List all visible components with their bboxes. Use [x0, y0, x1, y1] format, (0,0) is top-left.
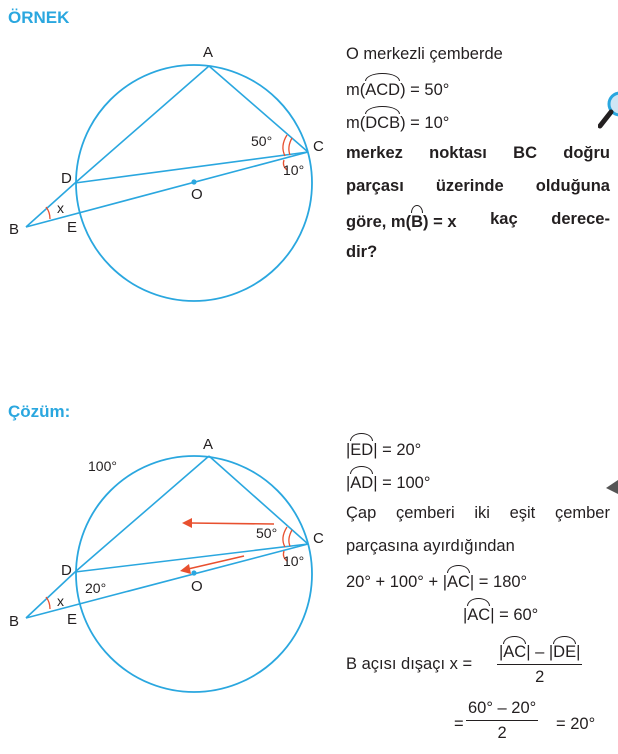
solution-figure — [25, 455, 313, 693]
step-ac: |AC| = 60° — [463, 598, 538, 625]
solution-arrow-ac — [189, 522, 275, 525]
solution-angle-x-label: x — [57, 593, 64, 609]
arc-ed: ED — [350, 433, 373, 460]
solution-angle-dcb-label: 10° — [283, 553, 305, 569]
example-line-1: O merkezli çemberde — [346, 45, 503, 63]
magnifier-icon — [598, 91, 618, 129]
solution-arrow-dc — [187, 555, 245, 570]
example-angle-x-mark — [45, 206, 51, 220]
example-question-line-4: dir? — [346, 243, 378, 261]
example-line-acd: m(ACD) = 50° — [346, 73, 449, 100]
example-line-dcb: m(DCB) = 10° — [346, 106, 449, 133]
fraction-values: 60° – 20° 2 — [466, 699, 539, 742]
solution-point-a: A — [203, 436, 214, 453]
solution-angle-acd-mark-2 — [288, 529, 293, 547]
solution-circle — [75, 455, 313, 693]
example-segment-bc — [25, 151, 309, 228]
example-angle-acd-mark-2 — [288, 137, 293, 156]
solution-arrow-dc-head — [180, 564, 191, 574]
solution-point-d: D — [61, 562, 72, 579]
solution-arc-ed-label: 20° — [85, 580, 107, 596]
arc-ac-sum: AC — [447, 565, 470, 592]
solution-angle-dcb-mark — [282, 550, 288, 562]
example-segment-bd — [25, 182, 76, 228]
example-heading: ÖRNEK — [8, 8, 70, 27]
example-point-c: C — [313, 138, 324, 155]
solution-point-b: B — [9, 613, 20, 630]
step-sum: 20° + 100° + |AC| = 180° — [346, 565, 527, 592]
step-line-4: parçasına ayırdığından — [346, 537, 515, 555]
fraction-arcs: |AC| – |DE| 2 — [497, 636, 583, 687]
solution-point-o: O — [191, 578, 203, 595]
step-eq-sign: = — [454, 715, 464, 733]
pencil-icon — [606, 480, 618, 494]
step-ed: |ED| = 20° — [346, 433, 421, 460]
solution-segment-bc — [25, 543, 309, 619]
solution-angle-x-mark — [45, 596, 51, 610]
example-angle-x-label: x — [57, 200, 64, 216]
arc-b: B — [411, 205, 423, 232]
example-figure — [25, 64, 313, 302]
example-point-d: D — [61, 170, 72, 187]
solution-segment-bd — [25, 571, 76, 619]
example-center-dot — [191, 179, 197, 185]
arc-ac: AC — [467, 598, 490, 625]
example-angle-dcb-mark — [282, 159, 288, 171]
example-point-e: E — [67, 219, 78, 236]
arc-acd: ACD — [365, 73, 400, 100]
solution-segment-da — [74, 455, 210, 573]
solution-point-e: E — [67, 611, 78, 628]
example-segment-da — [74, 65, 210, 184]
example-segment-dc — [74, 151, 309, 184]
arc-ad: AD — [350, 466, 373, 493]
example-point-b: B — [9, 221, 20, 238]
solution-heading: Çözüm: — [8, 402, 71, 421]
example-angle-acd-label: 50° — [251, 133, 273, 149]
step-b-label: B açısı dışaçı x = — [346, 655, 473, 673]
example-angle-dcb-label: 10° — [283, 162, 305, 178]
solution-segment-dc — [74, 543, 309, 573]
solution-arc-ad-label: 100° — [88, 458, 117, 474]
solution-arrow-ac-head — [182, 518, 192, 528]
solution-angle-acd-mark — [282, 526, 288, 548]
arc-dcb: DCB — [365, 106, 400, 133]
step-ad: |AD| = 100° — [346, 466, 430, 493]
example-point-a: A — [203, 44, 214, 61]
example-point-o: O — [191, 186, 203, 203]
solution-angle-acd-label: 50° — [256, 525, 278, 541]
solution-point-c: C — [313, 530, 324, 547]
step-result: = 20° — [556, 715, 596, 733]
solution-center-dot — [191, 570, 197, 576]
example-segment-ac — [208, 65, 309, 153]
example-angle-acd-mark — [282, 134, 288, 157]
solution-segment-ac — [208, 455, 309, 545]
